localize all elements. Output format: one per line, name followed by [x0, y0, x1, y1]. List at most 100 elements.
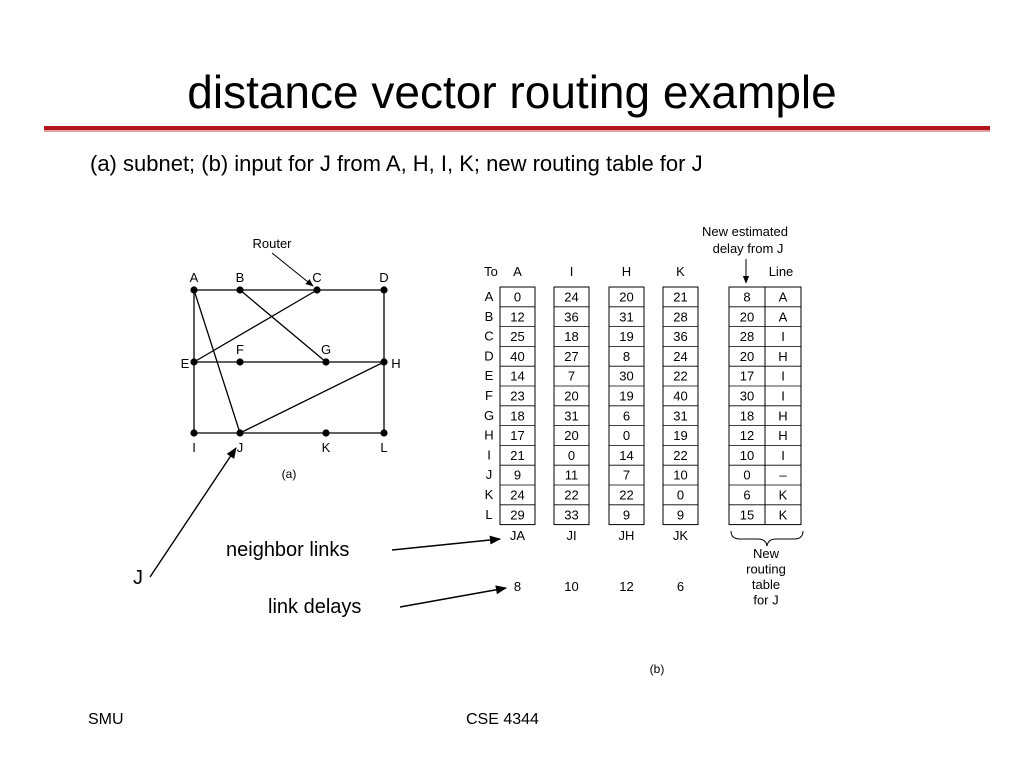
new-line-A: A: [779, 290, 788, 305]
vector-value-A-E: 14: [510, 369, 524, 384]
router-callout-label: Router: [252, 236, 292, 251]
router-node-J: [236, 429, 244, 437]
router-label-B: B: [236, 270, 245, 285]
new-delay-B: 20: [740, 309, 754, 324]
new-line-H: H: [778, 428, 787, 443]
router-node-F: [236, 358, 244, 366]
vector-value-I-J: 11: [565, 468, 579, 483]
new-line-C: I: [781, 329, 785, 344]
link-delays-arrow: [399, 585, 508, 608]
new-delay-I: 10: [740, 448, 754, 463]
new-delay-L: 15: [740, 507, 754, 522]
link-E-C: [193, 289, 318, 363]
dest-row-label-G: G: [484, 408, 494, 423]
dest-row-label-I: I: [487, 447, 491, 462]
router-label-I: I: [192, 440, 196, 455]
vector-value-H-A: 20: [619, 290, 633, 305]
dest-row-label-F: F: [485, 388, 493, 403]
router-node-B: [236, 286, 244, 294]
slide-subtitle: (a) subnet; (b) input for J from A, H, I…: [90, 151, 703, 176]
new-delay-E: 17: [740, 369, 754, 384]
vector-value-K-C: 36: [673, 329, 687, 344]
vector-value-I-D: 27: [564, 349, 578, 364]
vector-value-I-F: 20: [564, 389, 578, 404]
router-label-H: H: [391, 356, 400, 371]
vector-value-I-K: 22: [564, 488, 578, 503]
new-line-K: K: [779, 488, 788, 503]
new-table-brace: [730, 530, 804, 547]
link-name-JI: JI: [566, 528, 576, 543]
subnet-caption: (a): [282, 467, 297, 481]
footer-center: CSE 4344: [466, 711, 539, 728]
vector-value-A-G: 18: [510, 408, 524, 423]
new-table-label-line4: for J: [753, 593, 778, 608]
vector-value-K-J: 10: [673, 468, 687, 483]
vector-value-H-G: 6: [623, 408, 630, 423]
vector-value-I-A: 24: [564, 290, 578, 305]
vector-value-I-I: 0: [568, 448, 575, 463]
link-J-H: [239, 361, 385, 434]
vector-value-K-I: 22: [673, 448, 687, 463]
vector-value-K-E: 22: [673, 369, 687, 384]
router-node-K: [322, 429, 330, 437]
vector-value-H-D: 8: [623, 349, 630, 364]
vector-value-A-J: 9: [514, 468, 521, 483]
router-node-A: [190, 286, 198, 294]
link-delays-annotation: link delays: [268, 596, 362, 618]
new-delay-A: 8: [743, 290, 750, 305]
vector-value-A-D: 40: [510, 349, 524, 364]
slide-title: distance vector routing example: [187, 66, 837, 118]
vector-value-A-A: 0: [514, 290, 521, 305]
vector-value-I-L: 33: [564, 507, 578, 522]
link-name-JA: JA: [510, 528, 526, 543]
new-estimated-label-line1: New estimated: [702, 224, 788, 239]
j-annotation-arrow: [149, 447, 237, 578]
link-A-J: [193, 289, 241, 434]
dest-row-label-J: J: [486, 467, 493, 482]
router-label-E: E: [181, 356, 190, 371]
dest-row-label-H: H: [484, 428, 493, 443]
new-table-label-line2: routing: [746, 562, 786, 577]
vector-value-I-C: 18: [564, 329, 578, 344]
new-line-I: I: [781, 448, 785, 463]
vector-value-K-B: 28: [673, 309, 687, 324]
vector-value-A-H: 17: [510, 428, 524, 443]
vector-value-I-H: 20: [564, 428, 578, 443]
router-node-L: [380, 429, 388, 437]
vector-value-A-C: 25: [510, 329, 524, 344]
new-delay-J: 0: [743, 468, 750, 483]
vector-value-I-B: 36: [564, 309, 578, 324]
dest-row-label-C: C: [484, 329, 493, 344]
new-line-F: I: [781, 389, 785, 404]
link-B-G: [239, 289, 327, 363]
vector-header-A: A: [513, 264, 522, 279]
link-name-JK: JK: [673, 528, 689, 543]
dest-row-label-B: B: [485, 309, 494, 324]
router-label-G: G: [321, 342, 331, 357]
new-table-label-line3: table: [752, 577, 780, 592]
router-label-F: F: [236, 342, 244, 357]
title-underline-shadow: [44, 130, 990, 132]
vector-value-A-F: 23: [510, 389, 524, 404]
new-line-D: H: [778, 349, 787, 364]
dest-row-label-K: K: [485, 487, 494, 502]
link-delay-JK: 6: [677, 579, 684, 594]
dest-row-label-E: E: [485, 368, 494, 383]
new-delay-D: 20: [740, 349, 754, 364]
router-label-J: J: [237, 440, 244, 455]
vector-value-A-K: 24: [510, 488, 524, 503]
tables-caption: (b): [650, 662, 665, 676]
new-delay-K: 6: [743, 488, 750, 503]
vector-value-K-G: 31: [673, 408, 687, 423]
line-column-header: Line: [769, 264, 794, 279]
new-line-E: I: [781, 369, 785, 384]
router-node-D: [380, 286, 388, 294]
router-node-H: [380, 358, 388, 366]
title-underline: [44, 126, 990, 130]
vector-value-I-E: 7: [568, 369, 575, 384]
vector-value-A-B: 12: [510, 309, 524, 324]
vector-value-I-G: 31: [564, 408, 578, 423]
router-node-C: [313, 286, 321, 294]
vector-value-K-A: 21: [673, 290, 687, 305]
router-label-A: A: [190, 270, 199, 285]
